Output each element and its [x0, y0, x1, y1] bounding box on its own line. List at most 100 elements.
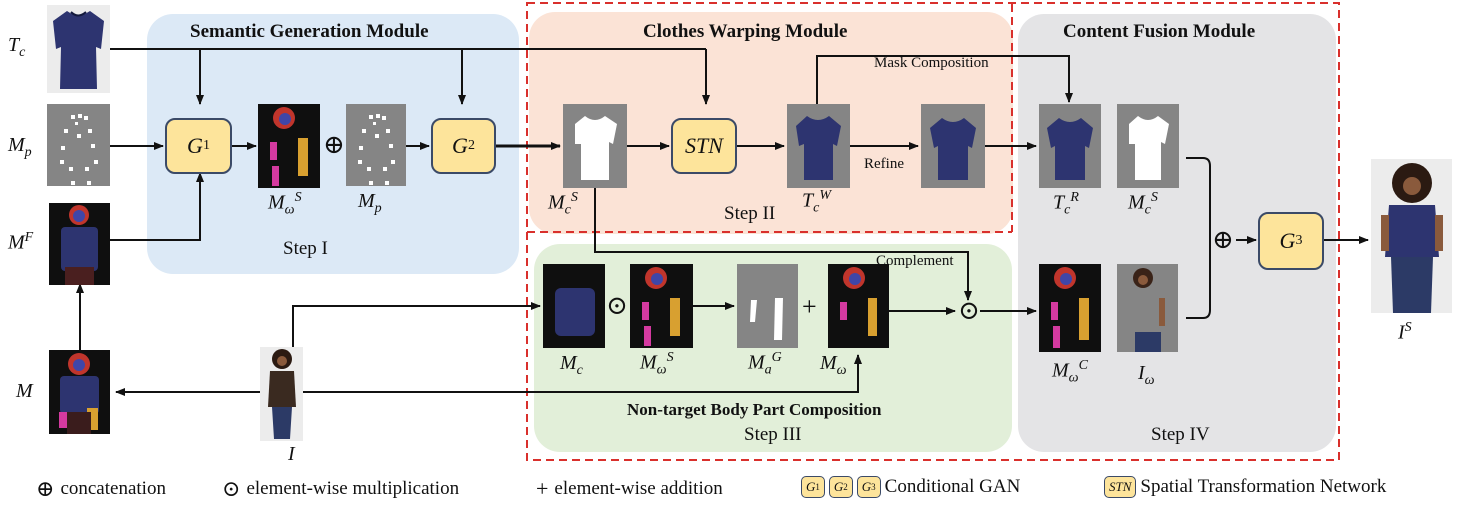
label-mw: Mω: [820, 352, 847, 379]
fused-parse-thumb: [49, 203, 110, 285]
iw-main: I: [1138, 362, 1145, 384]
mag-sub: a: [764, 362, 772, 378]
label-tc: Tc: [8, 34, 25, 61]
mws2-sup: S: [666, 350, 674, 365]
complement-layout-thumb: [1039, 264, 1101, 352]
mag-sup: G: [771, 350, 782, 365]
tcr-sup: R: [1070, 190, 1079, 205]
pose-map-thumb: [47, 104, 110, 186]
g1-sub: 1: [202, 138, 210, 153]
label-mwc: MωC: [1052, 358, 1088, 387]
mf-main: M: [8, 231, 25, 254]
label-tcr: TcR: [1053, 190, 1079, 219]
mc-sub: c: [576, 363, 583, 378]
step-4-label: Step IV: [1151, 424, 1210, 445]
is-main: I: [1398, 321, 1405, 344]
label-mp2: Mp: [358, 190, 382, 217]
clothes-region-thumb: [543, 264, 605, 348]
legend-multiplication: ⊙ element-wise multiplication: [222, 476, 459, 502]
nontarget-module-title: Non-target Body Part Composition: [627, 400, 882, 419]
clothes-mask-thumb: [563, 104, 627, 188]
stn-label: STN: [685, 133, 723, 158]
tcr-sub: c: [1064, 202, 1071, 218]
g2-main: G: [452, 133, 468, 158]
step-3-label: Step III: [744, 424, 802, 445]
mult-operator-2: ⊙: [958, 296, 980, 325]
mws-sup: S: [294, 190, 302, 205]
mws2-main: M: [640, 351, 657, 374]
legend-g3-sub: 3: [871, 482, 876, 492]
label-mws: MωS: [268, 190, 302, 219]
label-is: IS: [1398, 320, 1412, 345]
legend-addition: + element-wise addition: [536, 476, 723, 502]
dashed-highlight-box: [526, 2, 1340, 461]
legend-concat-text: concatenation: [60, 478, 166, 499]
fusion-module-title: Content Fusion Module: [1063, 21, 1256, 42]
legend-concat-symbol: ⊕: [36, 476, 55, 501]
legend-mult-text: element-wise multiplication: [246, 478, 460, 499]
mws2-sub: ω: [656, 362, 667, 378]
mcs2-sub: c: [1144, 202, 1151, 218]
is-sup: S: [1404, 320, 1412, 335]
legend-cgan-text: Conditional GAN: [884, 476, 1021, 497]
mwc-sub: ω: [1068, 370, 1079, 386]
arm-mask-thumb: [737, 264, 798, 348]
label-mcs: McS: [548, 190, 578, 219]
tcw-sup: W: [819, 188, 832, 203]
target-clothes-thumb: [47, 5, 110, 93]
legend-stn-text: Spatial Transformation Network: [1140, 476, 1387, 497]
legend-mult-symbol: ⊙: [222, 476, 241, 501]
semantic-module-title: Semantic Generation Module: [190, 21, 429, 42]
add-operator-1: +: [802, 292, 817, 321]
mcs-main: M: [548, 191, 565, 214]
legend-g2-sub: 2: [843, 482, 848, 492]
semantic-layout-thumb: [258, 104, 320, 188]
label-mc: Mc: [560, 352, 583, 379]
g3-sub: 3: [1295, 233, 1303, 248]
legend-g1-sub: 1: [815, 482, 820, 492]
mw-main: M: [820, 352, 837, 374]
i-main: I: [288, 443, 295, 465]
non-target-image-thumb: [1117, 264, 1178, 352]
iw-sub: ω: [1144, 373, 1155, 388]
g1-main: G: [187, 133, 203, 158]
g3-main: G: [1279, 228, 1296, 253]
composed-layout-thumb: [828, 264, 889, 348]
legend-add-text: element-wise addition: [554, 478, 723, 499]
refine-label: Refine: [864, 156, 904, 172]
mcs2-sup: S: [1150, 190, 1158, 205]
mag-main: M: [748, 351, 765, 374]
human-parse-thumb: [49, 350, 110, 434]
mp-main: M: [8, 134, 25, 156]
step-1-label: Step I: [283, 238, 328, 259]
stn-box: STN: [671, 118, 737, 174]
label-mp: Mp: [8, 134, 32, 161]
mcs-sub: c: [564, 202, 571, 218]
mask-composition-label: Mask Composition: [874, 55, 989, 71]
refined-composite-thumb: [1039, 104, 1101, 188]
warped-clothes-thumb: [787, 104, 850, 188]
mwc-sup: C: [1078, 358, 1088, 373]
warping-module-title: Clothes Warping Module: [643, 21, 848, 42]
legend-g3-main: G: [861, 479, 872, 494]
step-2-label: Step II: [724, 203, 776, 224]
label-i: I: [288, 443, 295, 466]
mcs2-main: M: [1128, 191, 1145, 214]
tcr-main: T: [1053, 191, 1065, 214]
m-main: M: [16, 380, 33, 402]
mf-sup: F: [24, 230, 34, 245]
tc-main: T: [8, 34, 20, 56]
refined-clothes-thumb: [921, 104, 985, 188]
legend-concatenation: ⊕ concatenation: [36, 476, 166, 502]
mult-operator-1: ⊙: [606, 291, 628, 320]
mc-main: M: [560, 352, 577, 374]
clothes-mask-2-thumb: [1117, 104, 1179, 188]
reference-person-thumb: [260, 347, 303, 441]
